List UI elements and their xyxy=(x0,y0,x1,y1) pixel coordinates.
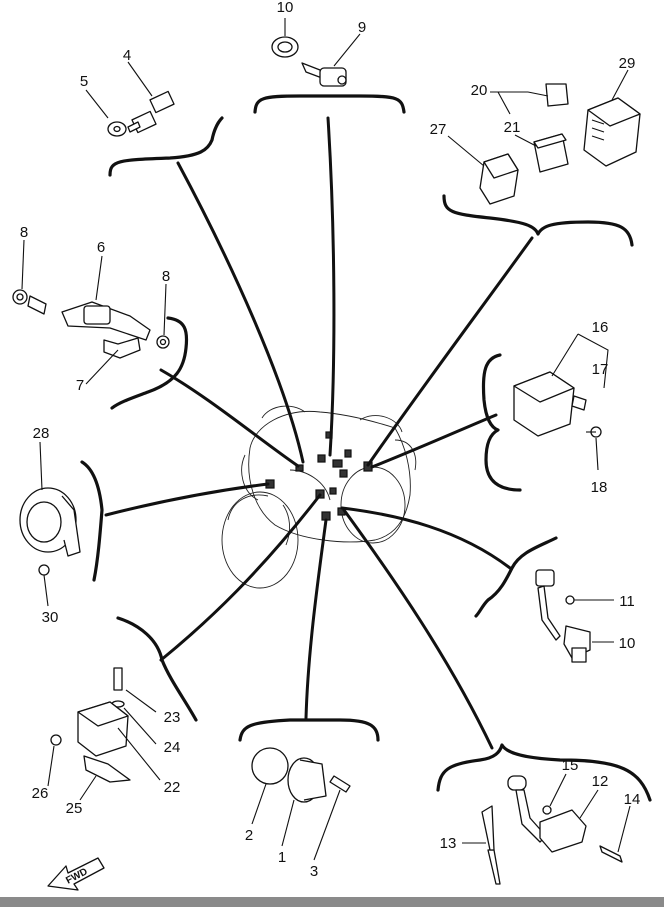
part-number-label: 18 xyxy=(591,479,608,496)
part-number-label: 9 xyxy=(358,19,366,36)
part-number-label: 14 xyxy=(624,791,641,808)
coolant-temp-sensor-group xyxy=(85,61,175,137)
rear-sensor-group xyxy=(462,773,631,885)
part-number-label: 16 xyxy=(592,319,609,336)
bottom-status-bar xyxy=(0,897,664,907)
tilt-sensor-group xyxy=(47,667,161,801)
part-number-label: 26 xyxy=(32,785,49,802)
part-number-label: 2 xyxy=(245,827,253,844)
part-number-label: 11 xyxy=(619,593,635,610)
part-number-label: 12 xyxy=(592,773,609,790)
regulator-group xyxy=(513,333,609,471)
sensor-bracket-group xyxy=(12,239,170,385)
forward-direction-arrow: FWD xyxy=(47,857,105,891)
part-number-label: 15 xyxy=(562,757,579,774)
part-number-label: 20 xyxy=(471,82,488,99)
connection-lines xyxy=(104,116,534,750)
part-number-label: 27 xyxy=(430,121,447,138)
part-number-label: 25 xyxy=(66,800,83,817)
fwd-label: FWD xyxy=(64,866,89,886)
part-number-label: 30 xyxy=(42,609,59,626)
part-number-label: 6 xyxy=(97,239,105,256)
part-number-label: 13 xyxy=(440,835,457,852)
part-number-label: 5 xyxy=(80,73,88,90)
part-number-label: 3 xyxy=(310,863,318,880)
part-number-label: 28 xyxy=(33,425,50,442)
part-number-label: 23 xyxy=(164,709,181,726)
part-number-label: 4 xyxy=(123,47,131,64)
part-number-label: 29 xyxy=(619,55,636,72)
group-braces xyxy=(80,94,652,802)
part-location-markers xyxy=(265,431,373,521)
part-number-label: 22 xyxy=(164,779,181,796)
part-number-label: 8 xyxy=(20,224,28,241)
part-number-label: 24 xyxy=(164,739,181,756)
part-number-label: 21 xyxy=(504,119,521,136)
neutral-switch-group xyxy=(251,747,351,861)
horn-group xyxy=(19,441,81,607)
part-number-label: 17 xyxy=(592,361,609,378)
part-number-labels: 10 9 4 5 29 20 21 27 8 6 8 7 16 17 18 28… xyxy=(20,0,641,880)
part-number-label: 10 xyxy=(619,635,636,652)
part-number-label: 10 xyxy=(277,0,294,16)
oil-pressure-switch-group xyxy=(271,18,361,87)
speed-sensor-group xyxy=(535,569,614,663)
part-number-label: 8 xyxy=(162,268,170,285)
relay-group xyxy=(447,69,641,205)
part-number-label: 1 xyxy=(278,849,286,866)
part-number-label: 7 xyxy=(76,377,84,394)
